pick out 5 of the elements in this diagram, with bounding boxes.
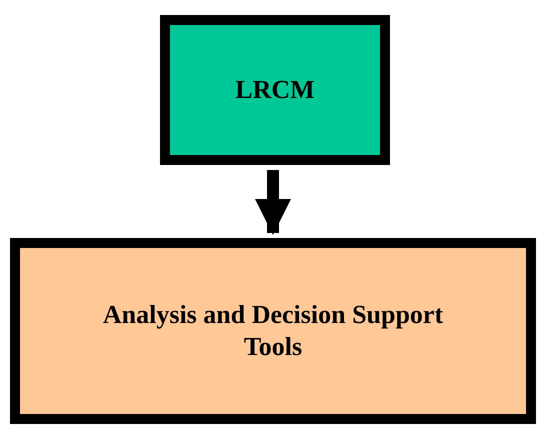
process-box xyxy=(10,238,536,424)
box-label: LRCM xyxy=(235,74,315,106)
arrow xyxy=(255,170,291,235)
box-label: Analysis and Decision Support Tools xyxy=(102,298,444,363)
process-box xyxy=(160,15,390,165)
